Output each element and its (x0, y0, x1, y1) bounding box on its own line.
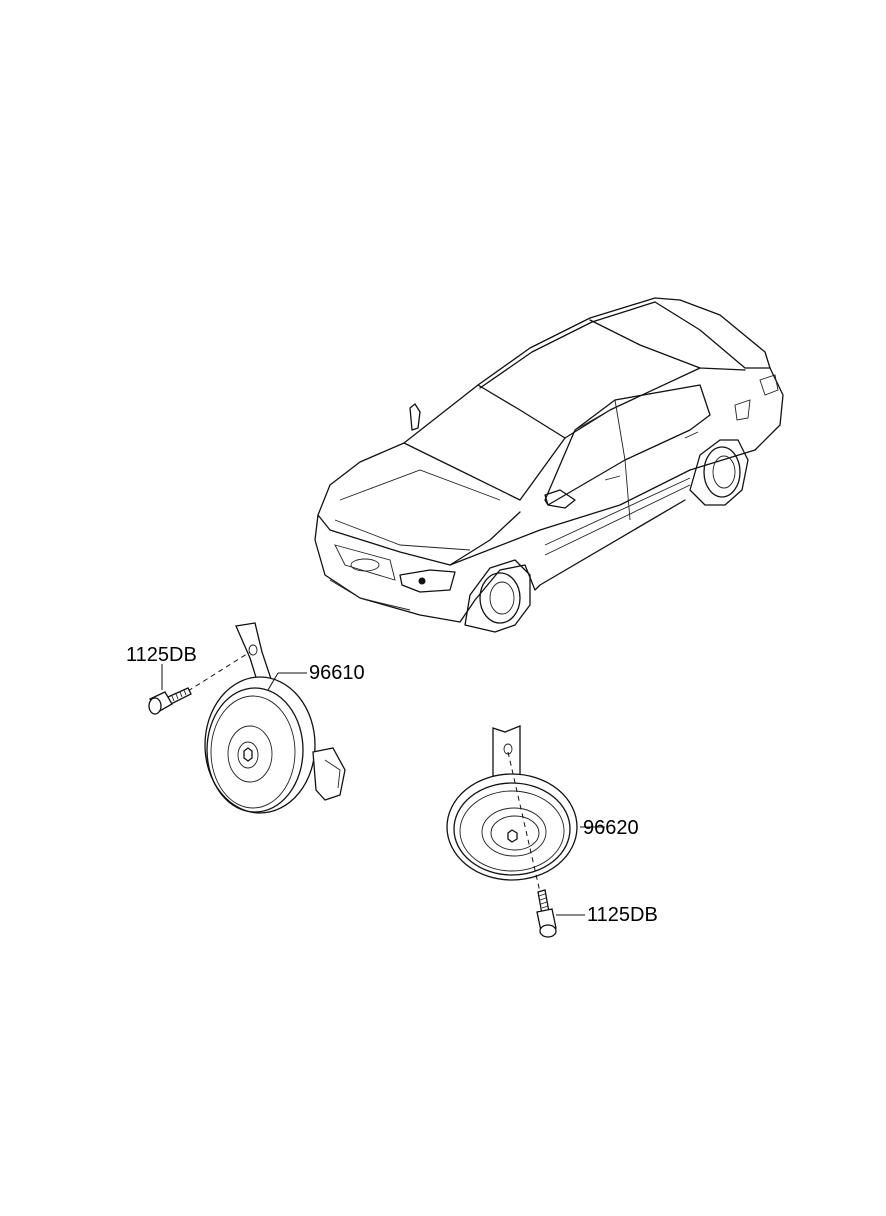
bolt-right-illustration (536, 889, 585, 938)
callout-bolt-left: 1125DB (126, 644, 197, 666)
callout-bolt-right: 1125DB (587, 904, 658, 926)
horn-right-illustration (446, 725, 605, 893)
callout-horn-right: 96620 (583, 817, 639, 839)
bolt-left-illustration (148, 664, 192, 715)
horn-left-illustration (187, 622, 346, 814)
callout-horn-left: 96610 (309, 662, 365, 684)
car-illustration (314, 297, 784, 633)
